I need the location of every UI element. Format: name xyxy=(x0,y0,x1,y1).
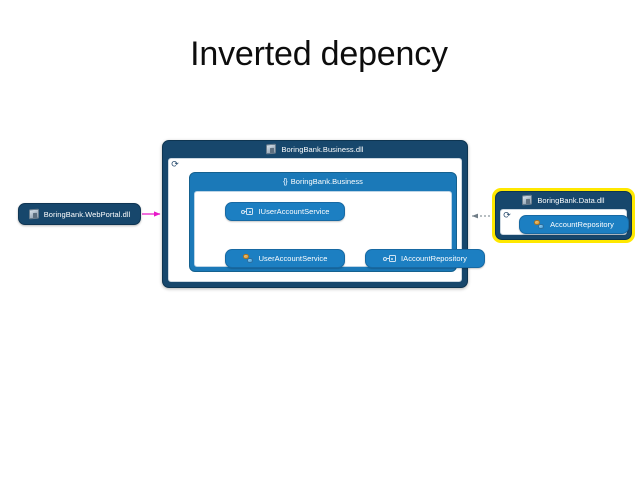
node-accountrepository[interactable]: AccountRepository xyxy=(519,215,629,234)
node-boringbank-data-dll[interactable]: BoringBank.Data.dll ⟳ AccountRepository xyxy=(495,191,632,240)
node-label: BoringBank.WebPortal.dll xyxy=(43,209,131,219)
class-icon xyxy=(242,253,254,264)
type-label: UserAccountService xyxy=(258,254,328,263)
assembly-title: BoringBank.Data.dll xyxy=(537,195,605,205)
node-iaccountrepository[interactable]: IAccountRepository xyxy=(365,249,485,268)
type-label: AccountRepository xyxy=(550,220,614,229)
node-useraccountservice[interactable]: UserAccountService xyxy=(225,249,345,268)
class-icon xyxy=(534,219,545,230)
highlight-boringbank-data: BoringBank.Data.dll ⟳ AccountRepository xyxy=(492,188,635,243)
namespace-title: BoringBank.Business xyxy=(290,177,363,186)
namespace-header: {} BoringBank.Business xyxy=(190,173,456,190)
assembly-body: ⟳ AccountRepository xyxy=(500,209,629,235)
assembly-header: BoringBank.Business.dll xyxy=(163,141,467,157)
node-boringbank-business-namespace[interactable]: {} BoringBank.Business IUserAccountServi… xyxy=(189,172,485,272)
node-boringbank-webportal-dll[interactable]: BoringBank.WebPortal.dll xyxy=(18,203,141,225)
assembly-icon xyxy=(28,208,39,220)
refresh-icon[interactable]: ⟳ xyxy=(171,160,179,170)
namespace-body: IUserAccountService UserAccountService xyxy=(194,191,485,268)
page-title: Inverted depency xyxy=(190,35,448,73)
interface-icon xyxy=(383,255,396,263)
node-iuseraccountservice[interactable]: IUserAccountService xyxy=(225,202,345,221)
assembly-icon xyxy=(522,194,533,206)
interface-icon xyxy=(240,208,254,216)
node-boringbank-business-dll[interactable]: BoringBank.Business.dll ⟳ {} BoringBank.… xyxy=(162,140,485,288)
type-label: IUserAccountService xyxy=(258,207,330,216)
assembly-body: ⟳ {} BoringBank.Business IUserAccountSer… xyxy=(168,158,485,282)
type-label: IAccountRepository xyxy=(401,254,467,263)
refresh-icon[interactable]: ⟳ xyxy=(503,211,511,221)
namespace-icon: {} xyxy=(283,176,288,187)
assembly-icon xyxy=(266,143,277,155)
assembly-title: BoringBank.Business.dll xyxy=(281,144,364,154)
assembly-header: BoringBank.Data.dll xyxy=(496,192,631,208)
